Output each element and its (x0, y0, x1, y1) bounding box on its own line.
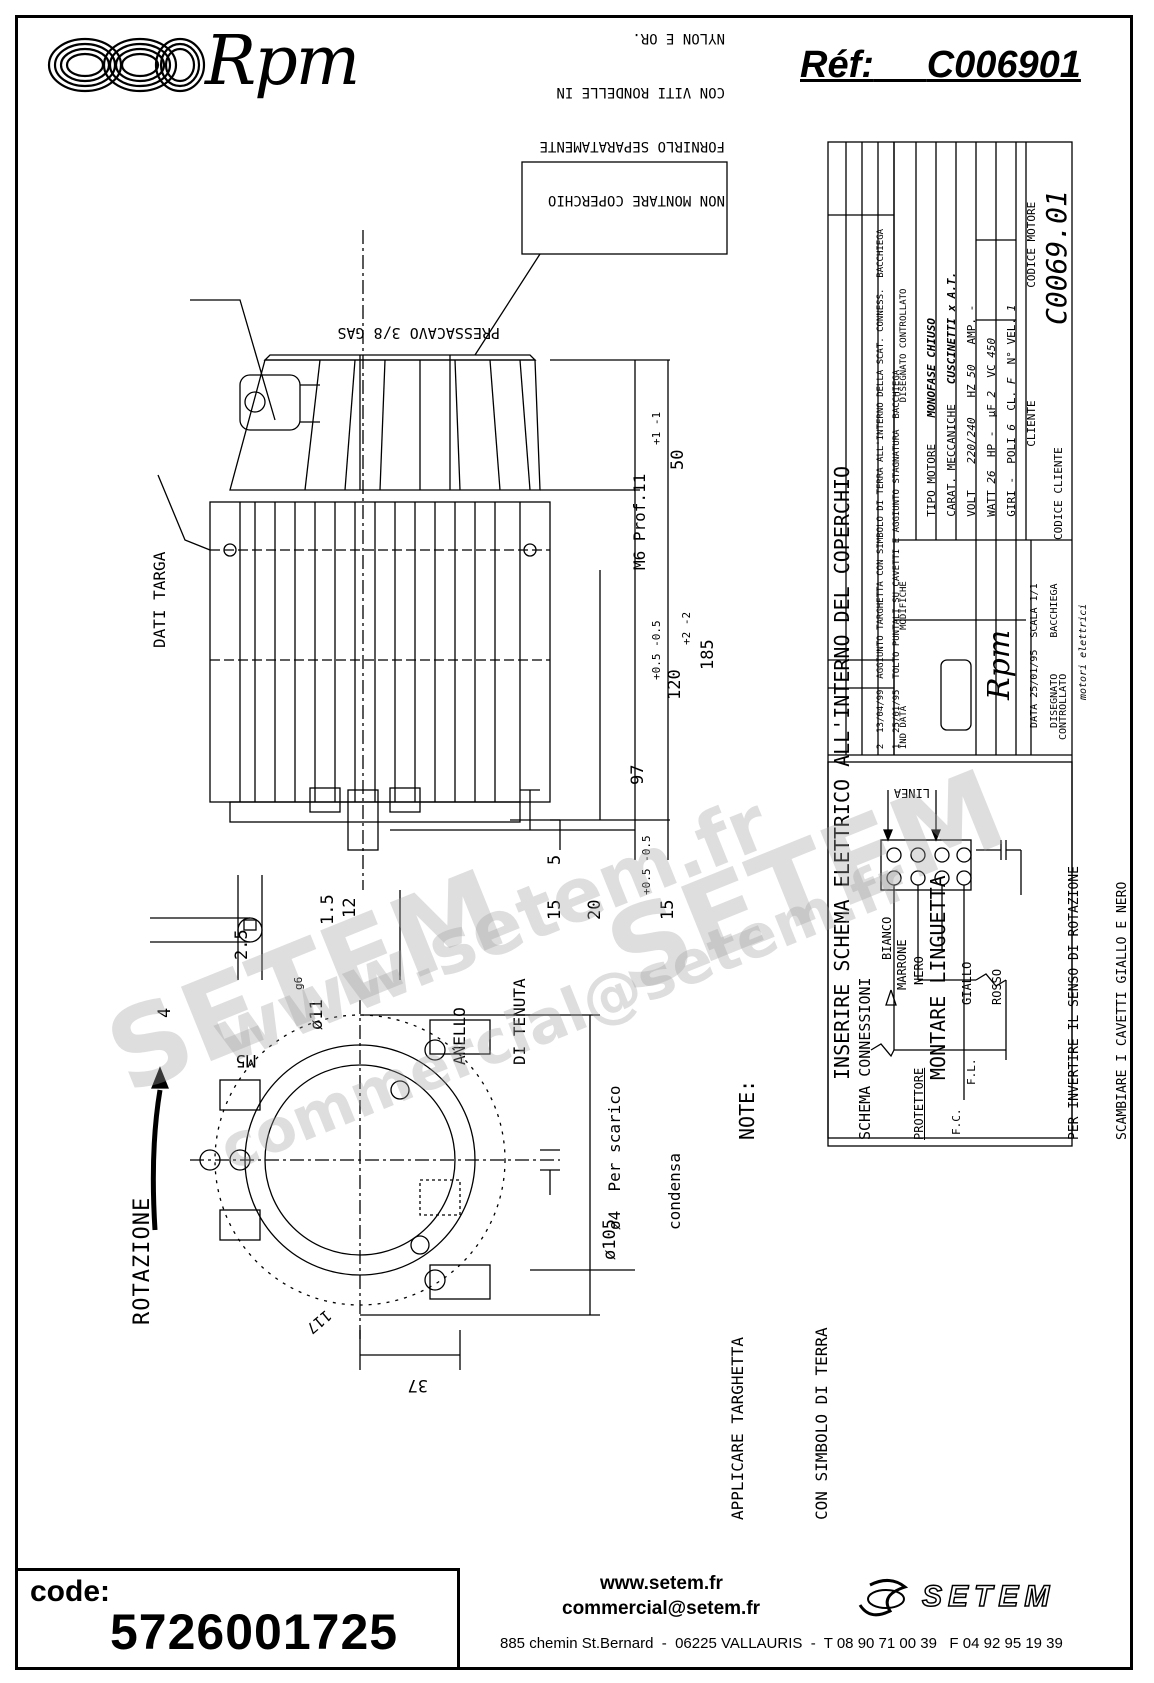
title-block (827, 141, 1073, 1139)
motor-drawing (150, 161, 728, 1370)
tb-disegnato-value: BACCHIEGA (1049, 583, 1060, 638)
tb-giri-label: GIRI (1005, 490, 1018, 517)
dim-2-5: 2.5 (232, 929, 252, 960)
protettore-label: PROTETTORE (912, 1067, 926, 1140)
dim-120: 120 (665, 669, 685, 700)
tb-disegnato: DISEGNATO BACCHIEGA (1038, 583, 1060, 740)
cover-note: NON MONTARE COPERCHIO FORNIRLO SEPARATAM… (535, 11, 725, 245)
cover-note-line: NON MONTARE COPERCHIO (547, 192, 725, 208)
scarico-line: condensa (665, 1152, 684, 1230)
ref-label: Réf: (800, 44, 874, 86)
dim-5: 5 (545, 854, 565, 865)
inversion-line: PER INVERTIRE IL SENSO DI ROTAZIONE (1067, 866, 1082, 1140)
tb-cliente-label: CLIENTE (1025, 400, 1038, 447)
schema-title: SCHEMA CONNESSIONI PROTETTORE (820, 977, 946, 1140)
dim-185-tol: +2 -2 (680, 611, 693, 645)
dim-11: ø11 (307, 999, 327, 1030)
code-label: code: (30, 1575, 111, 1608)
inversion-line: SCAMBIARE I CAVETTI GIALLO E NERO (1115, 881, 1130, 1140)
code-value: 5726001725 (110, 1604, 399, 1660)
tb-codice-cliente: CODICE CLIENTE (1052, 447, 1065, 540)
scarico-line: ø4 Per scarico (605, 1085, 624, 1231)
rpm-logo (47, 37, 206, 93)
dim-11-tol: g6 (292, 976, 305, 990)
note-title: NOTE: (735, 1079, 759, 1140)
brand-name: Rpm (205, 22, 360, 101)
tb-rev-headers: IND DATA MODIFICHE DISEGNATO CONTROLLATO (889, 289, 909, 760)
tb-amp: - (965, 304, 978, 312)
cover-note-line: FORNIRLO SEPARATAMENTE (539, 138, 725, 154)
cover-note-line: NYLON E OR. (632, 30, 725, 46)
dim-15b-tol: +0.5 -0.5 (640, 835, 653, 895)
dim-1-5: 1.5 (318, 894, 338, 925)
inversion-note: PER INVERTIRE IL SENSO DI ROTAZIONE SCAM… (1035, 866, 1147, 1140)
tb-brand-sub: motori elettrici (1078, 603, 1089, 700)
dati-targa-label: DATI TARGA (150, 551, 169, 648)
email-link[interactable]: commercial@setem.fr (562, 1598, 761, 1619)
anello-line: ANELLO (450, 1007, 469, 1065)
tb-brand-name: Rpm (982, 629, 1017, 700)
wire-giallo: GIALLO (960, 961, 974, 1005)
website-link[interactable]: www.setem.fr (600, 1573, 723, 1594)
dim-105: ø105 (600, 1219, 620, 1260)
dim-20: 20 (585, 899, 605, 920)
dim-185: 185 (698, 639, 718, 670)
applicare-label: APPLICARE TARGHETTA CON SIMBOLO DI TERRA (668, 1327, 864, 1520)
tb-controllato: CONTROLLATO (1058, 673, 1069, 740)
setem-logo (858, 1579, 909, 1617)
dim-50-tol: +1 -1 (650, 411, 663, 445)
wire-marrone: MARRONE (895, 939, 909, 990)
wire-bianco: BIANCO (880, 916, 894, 960)
wire-nero: NERO (912, 956, 926, 985)
tb-h-ind: IND (899, 732, 909, 750)
tb-codice-motore-label: CODICE MOTORE (1025, 201, 1038, 288)
setem-name: SETEM (921, 1579, 1056, 1614)
tb-h-ctrl: CONTROLLATO (899, 288, 909, 349)
dim-4: 4 (155, 1007, 175, 1018)
dim-120-tol: +0.5 -0.5 (650, 620, 663, 680)
dim-15b: 15 (658, 899, 678, 920)
applicare-line: APPLICARE TARGHETTA (728, 1336, 747, 1520)
code-box (15, 1568, 460, 1670)
anello-label: ANELLO DI TENUTA (410, 978, 550, 1065)
ref-value: C006901 (926, 44, 1081, 86)
fc-label: F.C. (950, 1108, 963, 1136)
dim-50: 50 (668, 449, 688, 470)
linea-label: LINEA (893, 786, 930, 800)
tb-data: DATA 25/01/95 SCALA 1/1 (1018, 583, 1040, 740)
scarico-label: ø4 Per scarico condensa (565, 1086, 705, 1231)
applicare-line: CON SIMBOLO DI TERRA (812, 1327, 831, 1520)
tb-giri: - (1005, 477, 1018, 484)
connection-schema (827, 761, 1073, 1147)
page-frame (15, 15, 1133, 1670)
dim-15a: 15 (545, 899, 565, 920)
tb-h-dis: DISEGNATO (899, 353, 909, 403)
dim-97: 97 (628, 764, 648, 785)
reference: Réf: C006901 (800, 44, 1081, 87)
rotazione-label: ROTAZIONE (130, 1196, 155, 1325)
tb-rev2-by: BACCHIEGA (876, 228, 886, 278)
tb-h-mod: MODIFICHE (899, 581, 909, 630)
tb-codice-motore: C0069.01 (1040, 190, 1073, 325)
pressacavo-label: PRESSACAVO 3/8 GAS (337, 324, 500, 342)
dim-12: 12 (340, 897, 360, 918)
cover-note-line: CON VITI RONDELLE IN (556, 84, 725, 100)
tb-h-data: DATA (899, 705, 909, 728)
fl-label: F.L. (965, 1058, 978, 1086)
dim-m5: M5 (235, 1050, 256, 1070)
anello-line: DI TENUTA (510, 978, 529, 1065)
schema-title-text: SCHEMA CONNESSIONI (856, 977, 874, 1140)
tb-cliente: CLIENTE CODICE MOTORE (1012, 202, 1038, 460)
wire-rosso: ROSSO (990, 968, 1004, 1005)
dim-37: 37 (407, 1375, 428, 1395)
m6-label: M6 Prof.11 (630, 473, 649, 570)
address: 885 chemin St.Bernard - 06225 VALLAURIS … (500, 1635, 1063, 1652)
